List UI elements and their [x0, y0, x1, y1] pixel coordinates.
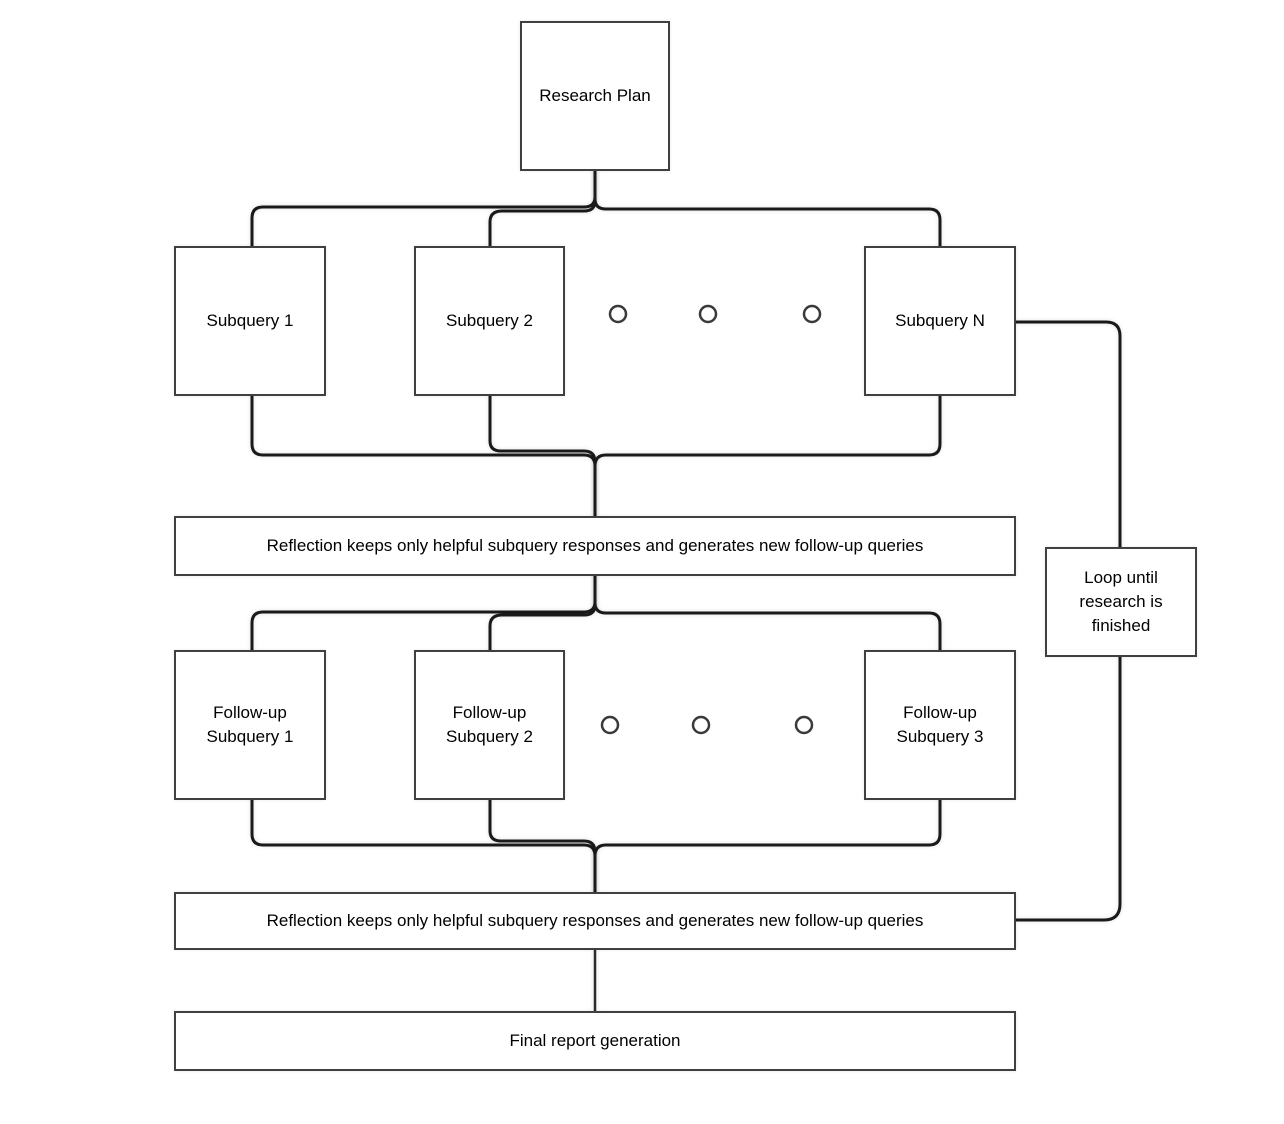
edge-followup3-to-reflection2	[593, 798, 942, 894]
edge-research-to-subqueryN	[593, 170, 942, 248]
edge-reflection1-to-followup3	[593, 574, 942, 652]
ellipsis-dot	[794, 715, 814, 735]
node-loop-until-finished: Loop until research is finished	[1045, 547, 1197, 657]
node-followup-subquery-2: Follow-up Subquery 2	[414, 650, 565, 800]
node-reflection-2: Reflection keeps only helpful subquery r…	[174, 892, 1016, 950]
edge-subqueryN-to-reflection1	[593, 394, 942, 518]
edge-research-to-subquery2	[488, 170, 597, 248]
node-final-report: Final report generation	[174, 1011, 1016, 1071]
edge-reflection1-to-followup1	[250, 574, 597, 652]
edge-subquery1-to-reflection1	[250, 394, 597, 518]
edge-subquery2-to-reflection1	[488, 394, 597, 518]
edge-followup1-to-reflection2	[250, 798, 597, 894]
edge-followup2-to-reflection2	[488, 798, 597, 894]
edge-research-to-subquery1	[250, 170, 597, 248]
node-subquery-n: Subquery N	[864, 246, 1016, 396]
node-subquery-1: Subquery 1	[174, 246, 326, 396]
node-research-plan: Research Plan	[520, 21, 670, 171]
ellipsis-dot	[600, 715, 620, 735]
ellipsis-dot	[608, 304, 628, 324]
edge-reflection1-to-followup2	[488, 574, 597, 652]
ellipsis-dot	[698, 304, 718, 324]
node-reflection-1: Reflection keeps only helpful subquery r…	[174, 516, 1016, 576]
node-followup-subquery-3: Follow-up Subquery 3	[864, 650, 1016, 800]
ellipsis-dot	[691, 715, 711, 735]
ellipsis-dot	[802, 304, 822, 324]
node-subquery-2: Subquery 2	[414, 246, 565, 396]
node-followup-subquery-1: Follow-up Subquery 1	[174, 650, 326, 800]
